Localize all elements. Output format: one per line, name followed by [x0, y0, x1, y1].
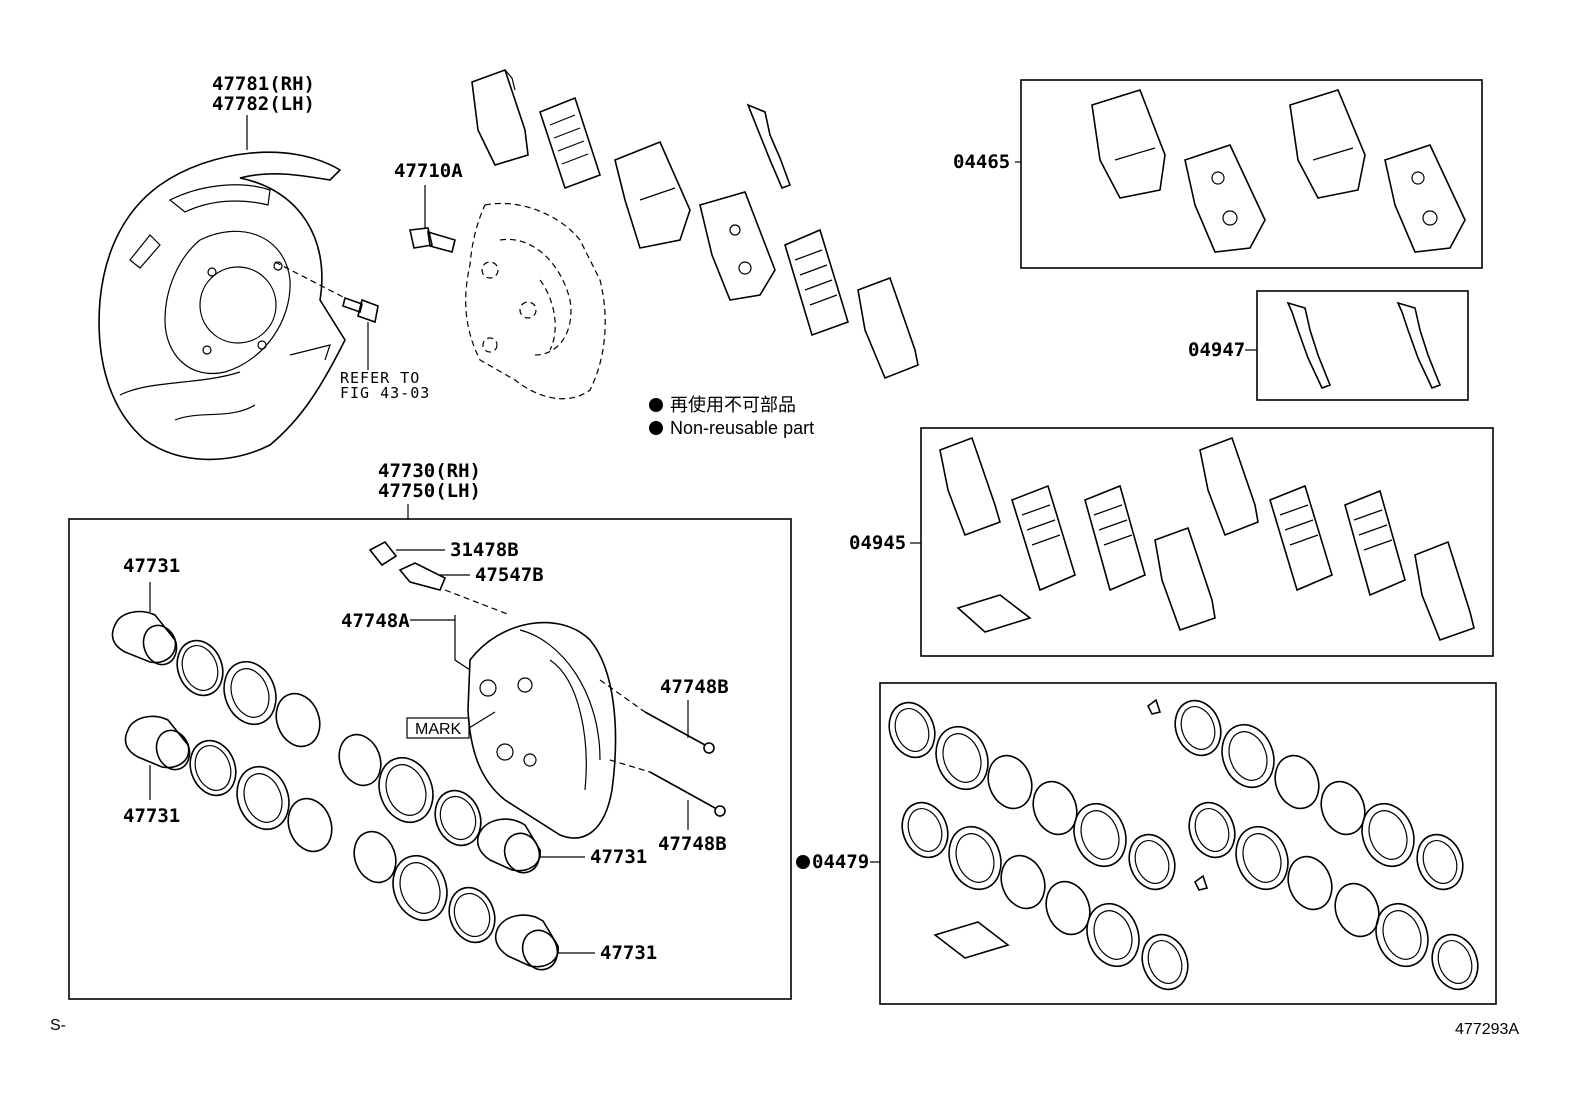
piston-right-1[interactable]: [476, 818, 545, 877]
legend-japanese: 再使用不可部品: [670, 395, 796, 415]
label-shield-lh: 47782(LH): [212, 93, 315, 115]
caliper-bolt[interactable]: [409, 227, 456, 253]
dash-bleeder: [444, 589, 511, 616]
label-cap: 31478B: [450, 539, 519, 561]
label-piston-r1: 47731: [590, 846, 647, 868]
label-bolt-top: 47710A: [394, 160, 463, 182]
kit-shims-box[interactable]: [920, 427, 1494, 657]
label-mark: MARK: [415, 721, 462, 738]
legend-dot-en: [649, 421, 663, 435]
label-kit-springs: 04947: [1188, 339, 1245, 361]
kit-seals-dot: [796, 855, 810, 869]
label-shield-rh: 47781(RH): [212, 73, 315, 95]
label-caliper-rh: 47730(RH): [378, 460, 481, 482]
piston-bottom-left[interactable]: [124, 715, 194, 774]
top-shim-slotted-1[interactable]: [539, 96, 601, 190]
caliper-body[interactable]: [467, 621, 617, 839]
label-piston-bl: 47731: [123, 805, 180, 827]
dash-pin-lower: [609, 759, 651, 773]
corner-left-code: S-: [50, 1017, 66, 1034]
seal-row-center-1[interactable]: [332, 729, 488, 852]
label-kit-seals: 04479: [812, 851, 869, 873]
piston-right-2[interactable]: [494, 914, 563, 974]
label-piston-r2: 47731: [600, 942, 657, 964]
leader-mark: [468, 711, 496, 729]
top-pad-shim-2[interactable]: [857, 276, 919, 380]
pad-spring-inline: [454, 615, 471, 671]
caliper-assembly-box[interactable]: [68, 518, 792, 1000]
figure-number: 477293A: [1455, 1021, 1519, 1038]
top-shim-slotted-2[interactable]: [784, 228, 849, 337]
label-pin-lower: 47748B: [658, 833, 727, 855]
dust-shield[interactable]: [98, 151, 346, 461]
top-pad-spring[interactable]: [746, 103, 792, 190]
kit-shims-contents: [939, 436, 1475, 642]
dash-shield-bolt: [274, 261, 346, 299]
dash-pin-upper: [599, 679, 646, 713]
label-pad-spring: 47748A: [341, 610, 410, 632]
legend-english: Non-reusable part: [670, 418, 814, 438]
top-anti-squeal-shim[interactable]: [699, 191, 776, 301]
seal-row-center-2[interactable]: [347, 826, 502, 949]
guide-pin-upper[interactable]: [644, 711, 715, 754]
label-kit-shims: 04945: [849, 532, 906, 554]
label-bleeder: 47547B: [475, 564, 544, 586]
caliper-phantom: [465, 202, 606, 400]
legend-dot-jp: [649, 398, 663, 412]
label-piston-tl: 47731: [123, 555, 180, 577]
piston-top-left[interactable]: [111, 610, 181, 670]
seal-row-top[interactable]: [170, 634, 327, 752]
shield-bolt[interactable]: [342, 296, 379, 324]
label-caliper-lh: 47750(LH): [378, 480, 481, 502]
label-pin-upper: 47748B: [660, 676, 729, 698]
guide-pin-lower[interactable]: [649, 771, 726, 817]
kit-seals-box[interactable]: [879, 682, 1497, 1005]
kit-pads-contents: [1091, 89, 1466, 253]
seal-row-bottom[interactable]: [183, 734, 339, 857]
kit-springs-box[interactable]: [1256, 290, 1469, 401]
label-refer-1: REFER TO: [340, 369, 420, 387]
bleeder-cap[interactable]: [368, 540, 398, 567]
label-kit-pads: 04465: [953, 151, 1010, 173]
bleeder-plug[interactable]: [398, 562, 447, 591]
top-pad-shim-1[interactable]: [471, 68, 529, 166]
kit-pads-box[interactable]: [1020, 79, 1483, 269]
top-brake-pad-1[interactable]: [614, 140, 691, 249]
label-refer-2: FIG 43-03: [340, 384, 430, 402]
kit-seals-contents: [888, 698, 1479, 991]
kit-springs-contents: [1286, 301, 1442, 390]
